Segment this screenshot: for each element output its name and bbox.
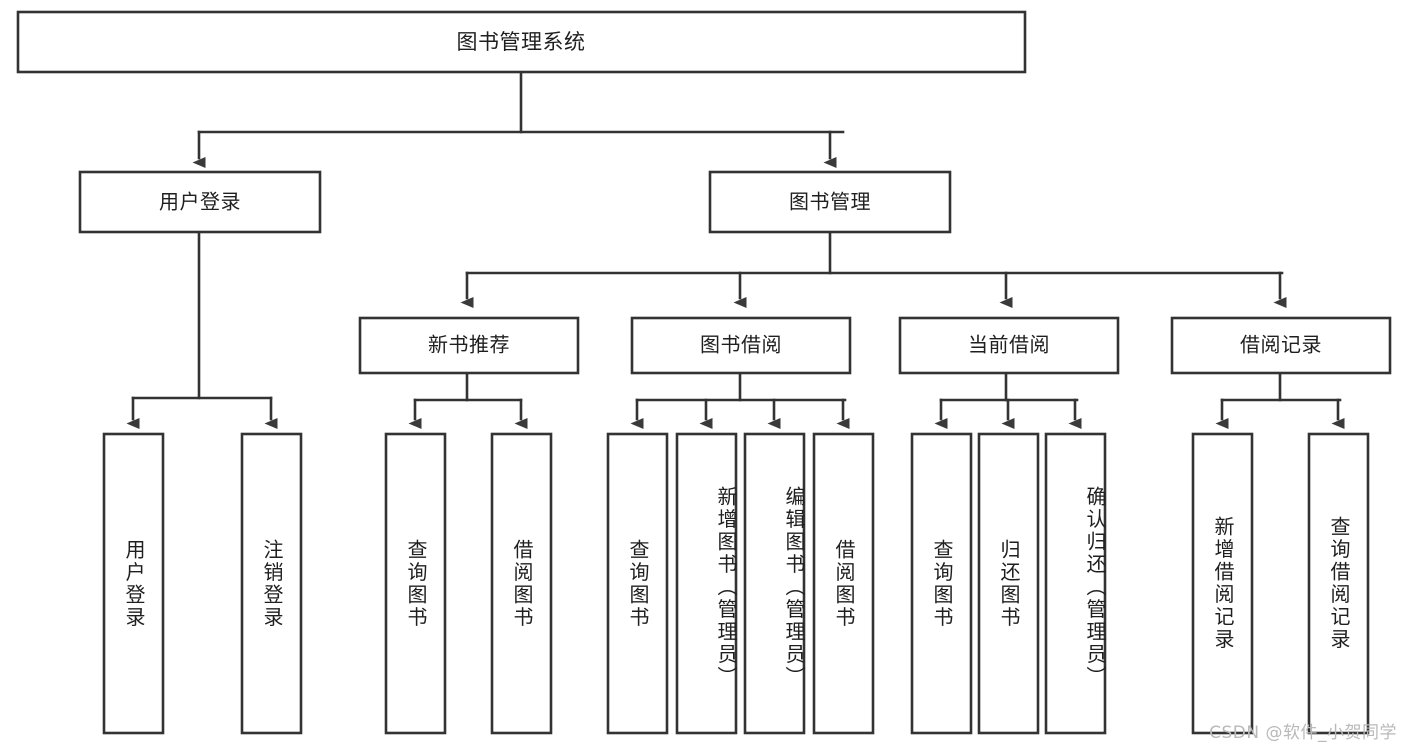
node-borrow-record-label: 借阅记录 xyxy=(1240,333,1322,357)
node-book-borrow[interactable]: 图书借阅 xyxy=(630,316,852,375)
node-user-login[interactable]: 用户登录 xyxy=(78,170,322,234)
leaf-box-borrow-book-1[interactable] xyxy=(490,432,553,735)
node-user-login-label: 用户登录 xyxy=(159,190,241,214)
leaf-box-logout[interactable] xyxy=(240,432,303,735)
node-new-book-recommend-label: 新书推荐 xyxy=(428,333,510,357)
leaf-box-return-book[interactable] xyxy=(977,432,1040,735)
csdn-watermark: CSDN @软件_小贺同学 xyxy=(1209,723,1397,743)
connector-current-to-leaves xyxy=(934,372,1082,429)
leaf-box-query-record[interactable] xyxy=(1307,432,1370,735)
connector-bookmgmt-to-level3 xyxy=(460,231,1287,308)
node-root-system[interactable]: 图书管理系统 xyxy=(16,10,1027,74)
connector-userlogin-to-leaves xyxy=(126,231,278,429)
leaf-box-add-book[interactable] xyxy=(675,432,738,735)
connector-borrow-to-leaves xyxy=(630,372,850,429)
node-current-borrow-label: 当前借阅 xyxy=(968,333,1050,357)
node-borrow-record[interactable]: 借阅记录 xyxy=(1170,316,1392,375)
connector-record-to-leaves xyxy=(1215,372,1345,429)
leaf-box-query-book-1[interactable] xyxy=(384,432,447,735)
node-book-borrow-label: 图书借阅 xyxy=(700,333,782,357)
node-new-book-recommend[interactable]: 新书推荐 xyxy=(358,316,580,375)
leaf-box-edit-book[interactable] xyxy=(743,432,806,735)
leaf-box-query-book-2[interactable] xyxy=(606,432,669,735)
leaf-box-confirm-return[interactable] xyxy=(1044,432,1107,735)
leaf-box-query-book-3[interactable] xyxy=(910,432,973,735)
node-current-borrow[interactable]: 当前借阅 xyxy=(898,316,1120,375)
connector-newbook-to-leaves xyxy=(408,372,528,429)
leaf-box-borrow-book-2[interactable] xyxy=(812,432,875,735)
leaf-box-add-record[interactable] xyxy=(1191,432,1254,735)
node-book-management[interactable]: 图书管理 xyxy=(708,170,952,234)
node-root-label: 图书管理系统 xyxy=(457,30,586,54)
leaf-box-user-login[interactable] xyxy=(102,432,165,735)
connector-root-to-level2 xyxy=(192,70,845,168)
node-book-management-label: 图书管理 xyxy=(789,190,871,214)
